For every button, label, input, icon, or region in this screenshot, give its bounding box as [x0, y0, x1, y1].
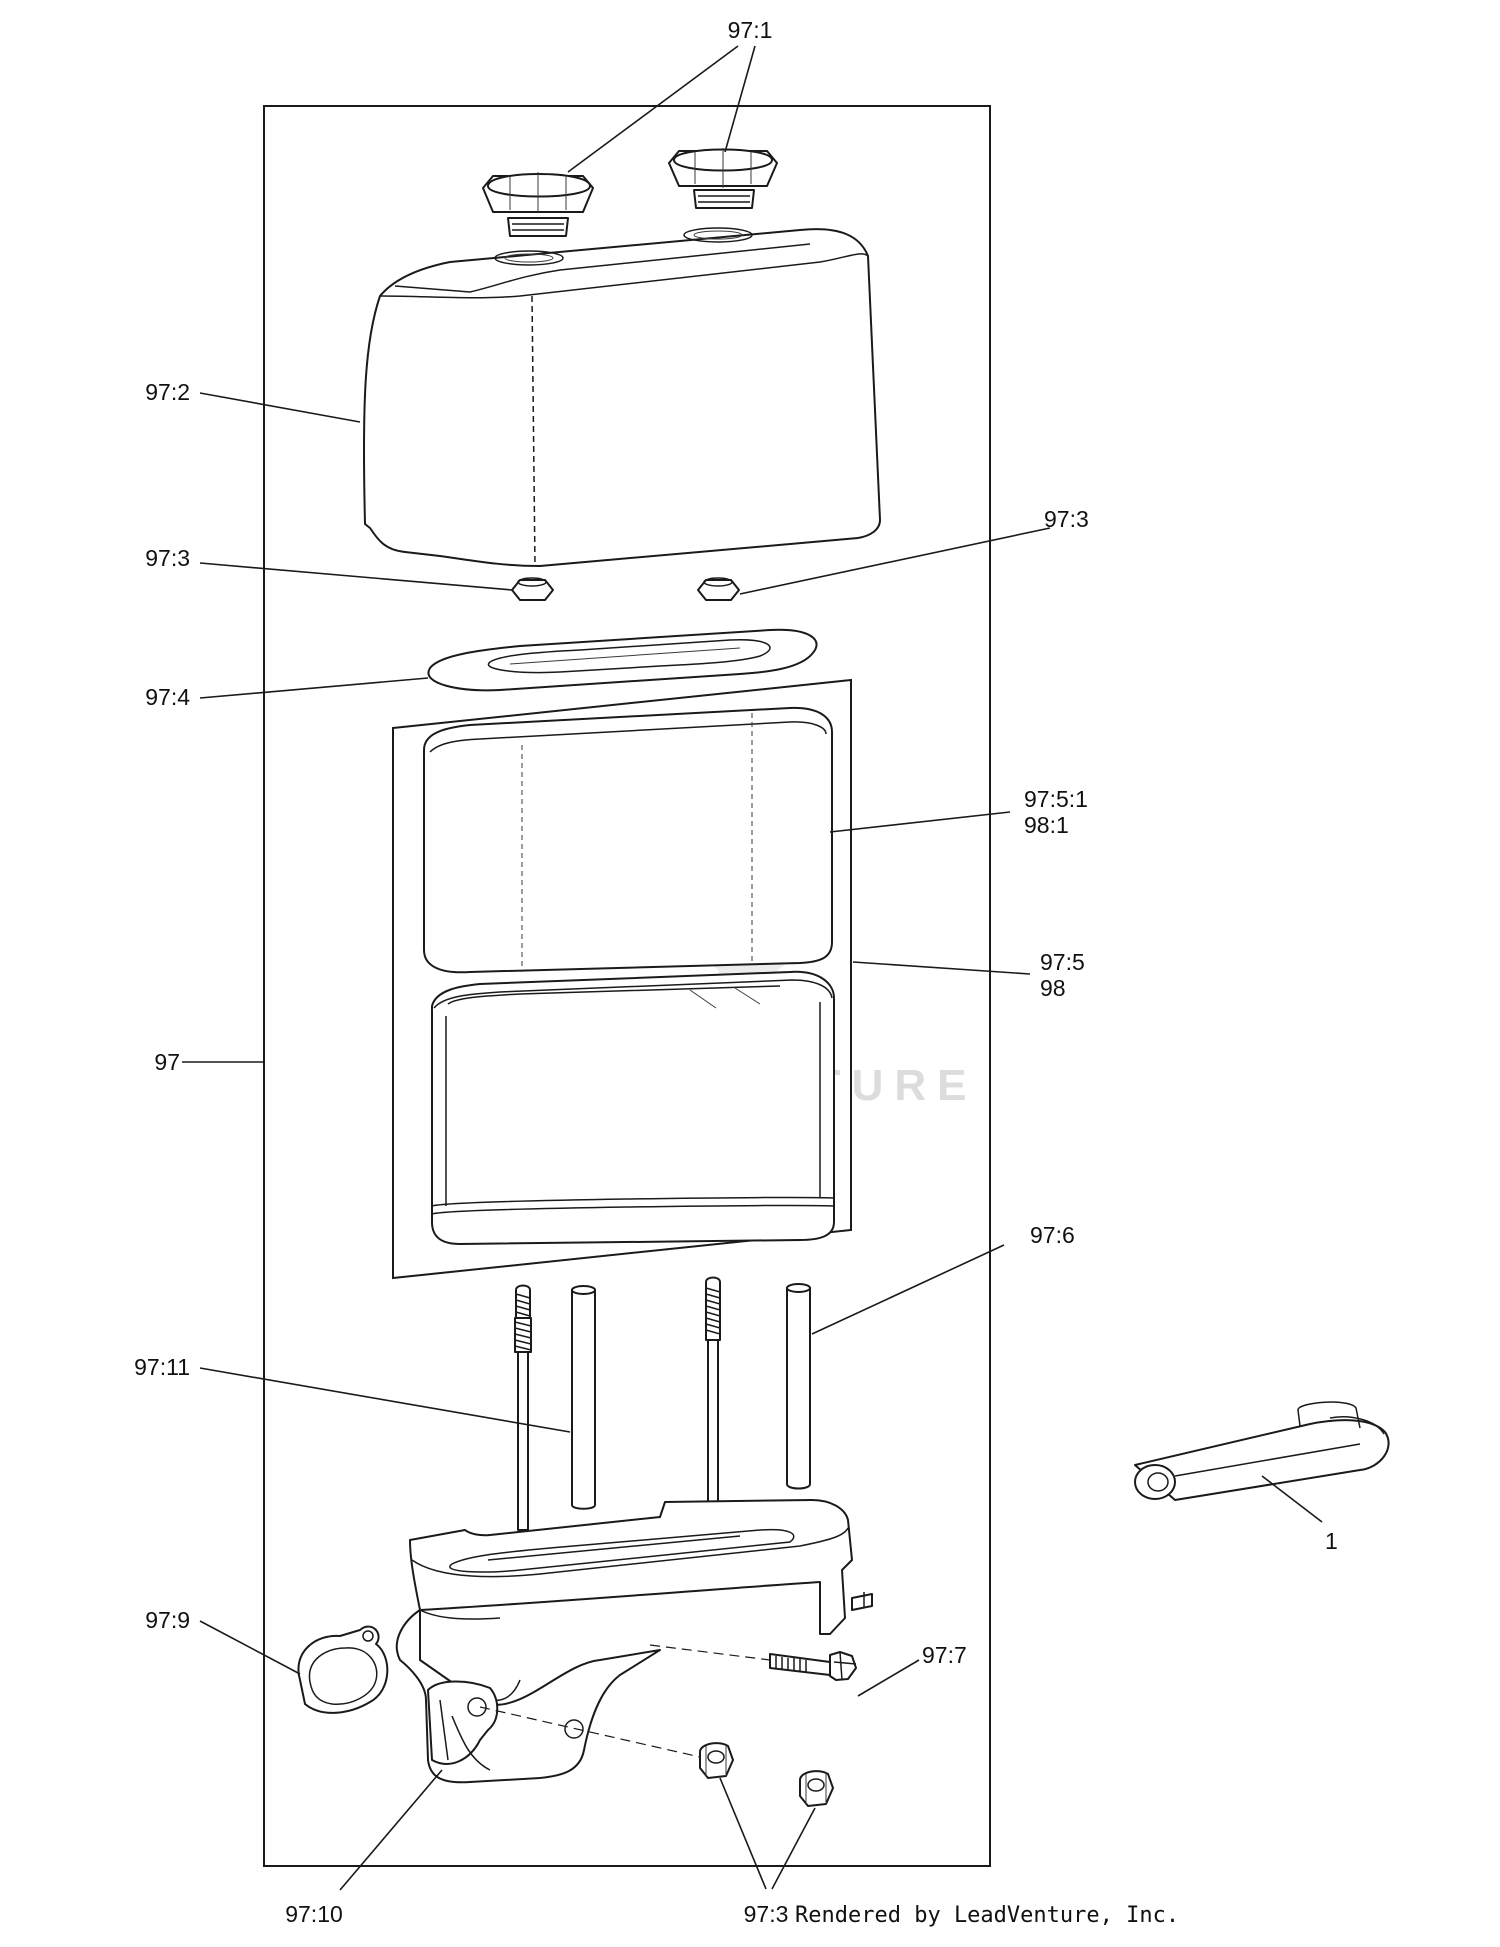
- nut-upper-right: [697, 577, 740, 601]
- air-cleaner-base: [395, 1499, 873, 1784]
- rendered-by-credit: Rendered by LeadVenture, Inc.: [795, 1903, 1179, 1928]
- wing-knob-left: [482, 172, 594, 237]
- pre-cleaner-foam: [423, 706, 833, 974]
- gasket-plate: [427, 628, 818, 692]
- callout-97-11: 97:11: [134, 1354, 190, 1380]
- callout-97-9: 97:9: [145, 1607, 190, 1633]
- leader-lines: [182, 45, 1323, 1891]
- assembly-97-frame: [263, 105, 991, 1867]
- l-shaped-tool: [1134, 1401, 1390, 1501]
- callout-97-3-left: 97:3: [145, 545, 190, 571]
- stud-left: [514, 1284, 532, 1531]
- air-cleaner-cover: [362, 227, 881, 567]
- spacer-tube-right: [786, 1283, 811, 1490]
- spacer-tube-left: [571, 1285, 596, 1510]
- callout-98: 98: [1040, 975, 1066, 1001]
- callout-97: 97: [154, 1049, 180, 1075]
- nut-upper-left: [511, 577, 554, 601]
- stud-right: [705, 1276, 721, 1531]
- nut-lower-left: [699, 1742, 734, 1779]
- callout-1: 1: [1325, 1528, 1338, 1554]
- nut-lower-right: [799, 1770, 834, 1807]
- callout-97-7: 97:7: [922, 1642, 967, 1668]
- paper-filter-element: [431, 970, 835, 1245]
- callout-97-4: 97:4: [145, 684, 190, 710]
- assembly-line-bolt: [649, 1644, 771, 1661]
- callout-98-1: 98:1: [1024, 812, 1069, 838]
- callout-97-3-right: 97:3: [1044, 506, 1089, 532]
- callout-97-1: 97:1: [728, 17, 773, 43]
- callout-97-10: 97:10: [285, 1901, 343, 1927]
- callout-97-2: 97:2: [145, 379, 190, 405]
- small-gasket: [297, 1625, 389, 1714]
- callout-97-3-bottom: 97:3: [744, 1901, 789, 1927]
- callout-97-5-1: 97:5:1: [1024, 786, 1088, 812]
- callout-97-5: 97:5: [1040, 949, 1085, 975]
- wing-knob-right: [668, 148, 778, 209]
- hex-bolt: [769, 1651, 857, 1681]
- assembly-line-lower: [479, 1706, 701, 1758]
- assembly-98-frame: [392, 678, 852, 1280]
- callout-97-6: 97:6: [1030, 1222, 1075, 1248]
